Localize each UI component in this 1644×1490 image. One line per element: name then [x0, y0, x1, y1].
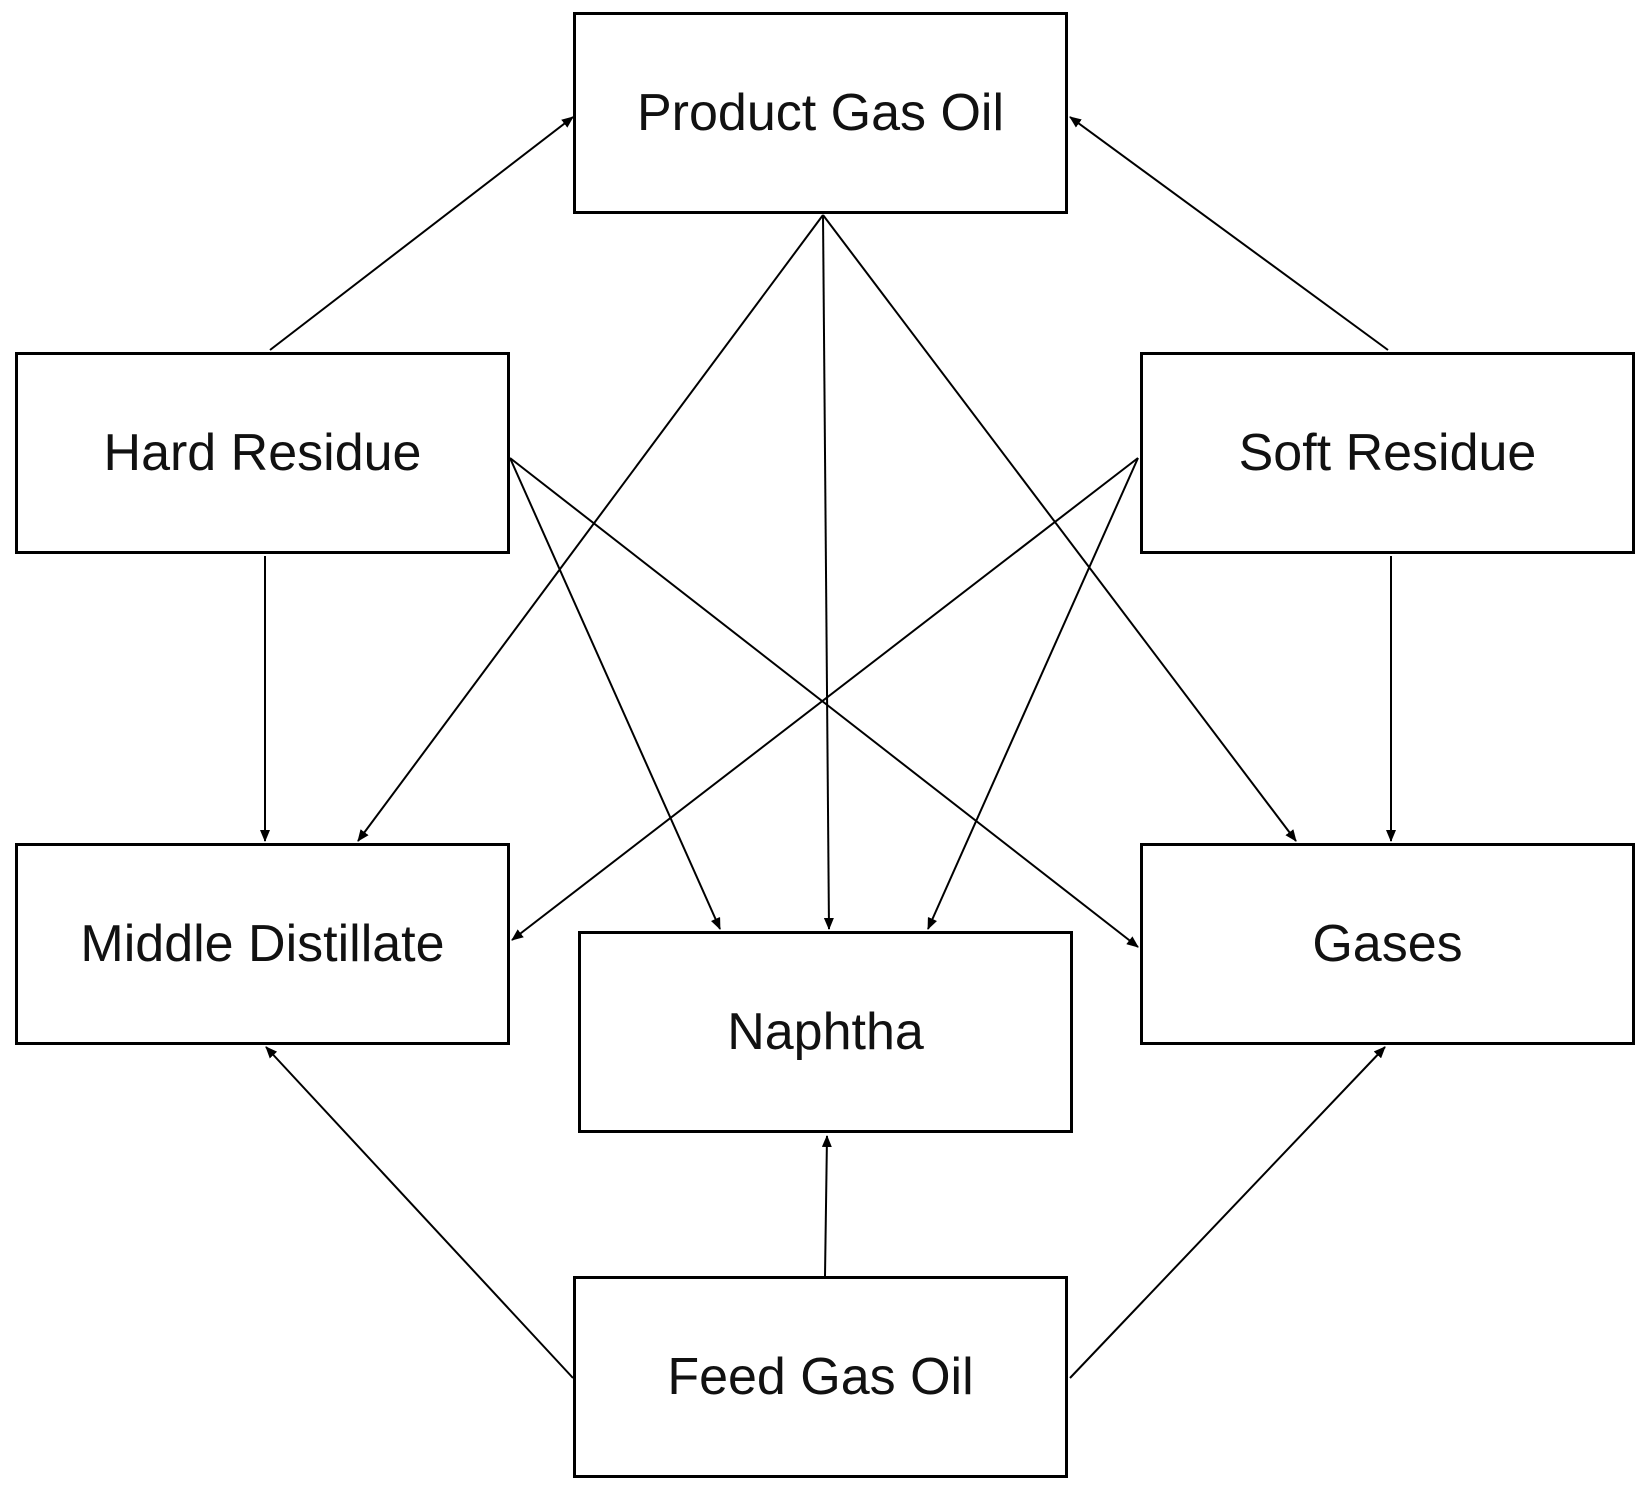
edge-group — [260, 116, 1396, 1379]
node-feed-gas-oil: Feed Gas Oil — [573, 1276, 1068, 1478]
node-soft-residue: Soft Residue — [1140, 352, 1635, 554]
node-hard-residue: Hard Residue — [15, 352, 510, 554]
node-label-gases: Gases — [1312, 915, 1463, 973]
edge-soft-residue-to-product-gas-oil — [1069, 116, 1389, 351]
node-label-feed-gas-oil: Feed Gas Oil — [667, 1348, 974, 1406]
edge-soft-residue-to-naphtha — [927, 457, 1139, 930]
node-gases: Gases — [1140, 843, 1635, 1045]
edge-hard-residue-to-gases — [509, 457, 1139, 948]
node-label-hard-residue: Hard Residue — [103, 424, 422, 482]
edge-hard-residue-to-naphtha — [509, 457, 721, 930]
node-middle-distillate: Middle Distillate — [15, 843, 510, 1045]
edge-hard-residue-to-product-gas-oil — [269, 116, 574, 351]
node-product-gas-oil: Product Gas Oil — [573, 12, 1068, 214]
node-label-soft-residue: Soft Residue — [1238, 424, 1537, 482]
edge-product-gas-oil-to-middle-distillate — [357, 214, 824, 842]
node-label-product-gas-oil: Product Gas Oil — [636, 84, 1005, 142]
edge-product-gas-oil-to-naphtha — [822, 214, 834, 930]
edge-feed-gas-oil-to-gases — [1069, 1046, 1386, 1379]
node-naphtha: Naphtha — [578, 931, 1073, 1133]
edge-product-gas-oil-to-gases — [822, 214, 1297, 842]
node-label-middle-distillate: Middle Distillate — [80, 915, 445, 973]
edge-soft-residue-to-middle-distillate — [511, 457, 1139, 941]
edge-feed-gas-oil-to-naphtha — [821, 1135, 832, 1277]
edge-feed-gas-oil-to-middle-distillate — [265, 1046, 574, 1379]
node-label-naphtha: Naphtha — [727, 1003, 924, 1061]
